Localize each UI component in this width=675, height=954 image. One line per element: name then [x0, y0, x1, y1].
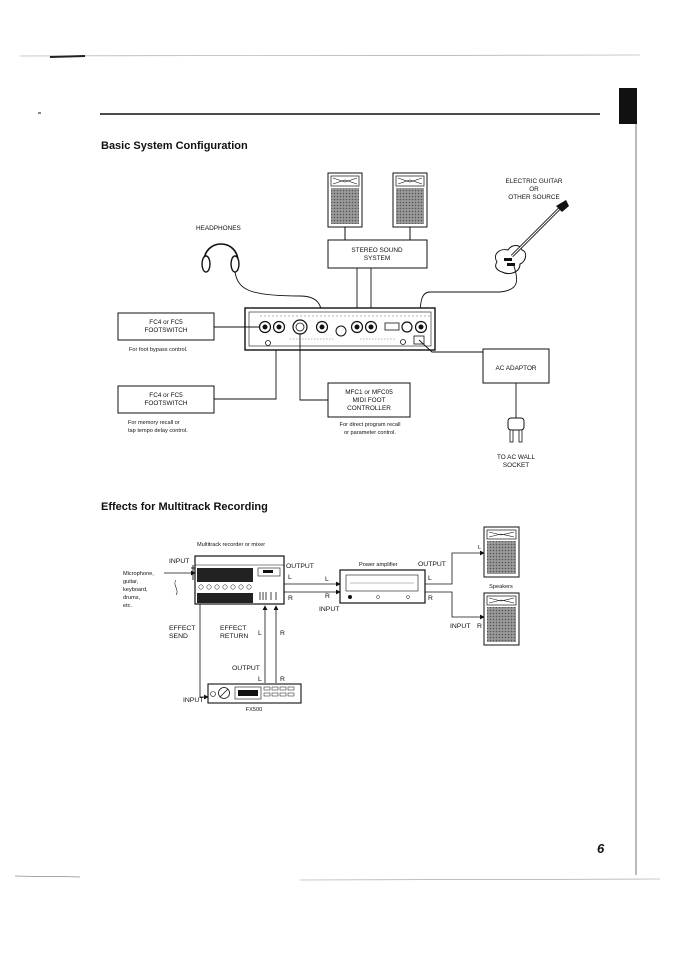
- fc-bottom-line1: FC4 or FC5: [149, 392, 183, 399]
- wall-line2: SOCKET: [503, 462, 529, 469]
- fc-bottom-caption1: For memory recall or: [128, 420, 180, 426]
- fx500-label: FX500: [246, 707, 262, 713]
- sources-line3: keyboard,: [123, 587, 148, 593]
- sources-line4: drums,: [123, 595, 141, 601]
- fc-bottom-caption2: tap tempo delay control.: [128, 428, 188, 434]
- wall-line1: TO AC WALL: [497, 454, 535, 461]
- mfc-line1: MFC1 or MFC05: [345, 389, 393, 396]
- ac-adaptor-label: AC ADAPTOR: [495, 365, 536, 372]
- fc-bottom-line2: FOOTSWITCH: [145, 400, 188, 407]
- amp-in-r: R: [325, 593, 330, 600]
- multitrack-mixer: [194, 555, 285, 605]
- return-l: L: [258, 630, 262, 637]
- power-amp-label: Power amplifier: [359, 562, 398, 568]
- input-r-ch: R: [477, 623, 482, 630]
- headphones-label: HEADPHONES: [196, 225, 241, 232]
- amp-output-label: OUTPUT: [418, 561, 446, 568]
- mfc-caption1: For direct program recall: [340, 422, 401, 428]
- fc-top-line2: FOOTSWITCH: [145, 327, 188, 334]
- mfc-line3: CONTROLLER: [347, 405, 391, 412]
- speaker-left: [327, 172, 363, 228]
- amp-out-r: R: [428, 595, 433, 602]
- section2-title: Effects for Multitrack Recording: [101, 501, 268, 513]
- fc-bottom-box: [117, 385, 215, 414]
- sources-line1: Microphone,: [123, 571, 154, 577]
- stereo-label-line2: SYSTEM: [364, 255, 390, 262]
- amp-out-l: L: [428, 575, 432, 582]
- speakers-label: Speakers: [489, 584, 513, 590]
- fc-top-line1: FC4 or FC5: [149, 319, 183, 326]
- speaker-right: [392, 172, 428, 228]
- mfc-box: [327, 382, 411, 418]
- fc-top-caption: For foot bypass control.: [129, 347, 188, 353]
- speaker-upper: [483, 526, 520, 578]
- mfc-caption2: or parameter control.: [344, 430, 396, 436]
- fx500-front-panel: [207, 683, 302, 704]
- effect-send-line2: SEND: [169, 633, 188, 640]
- page-number: 6: [597, 841, 605, 856]
- amp-input-label: INPUT: [319, 606, 339, 613]
- mixer-output-r: R: [288, 595, 293, 602]
- stereo-label-line1: STEREO SOUND: [351, 247, 403, 254]
- amp-in-l: L: [325, 576, 329, 583]
- fx-out-r: R: [280, 676, 285, 683]
- fc-top-box: [117, 312, 215, 341]
- power-amplifier: [339, 569, 426, 604]
- stereo-sound-system-box: [327, 239, 428, 269]
- section-tab-marker: [619, 88, 637, 124]
- speaker-lower: [483, 592, 520, 646]
- sources-line2: guitar,: [123, 579, 139, 585]
- electric-guitar-icon: [494, 200, 569, 275]
- guitar-label-line1: ELECTRIC GUITAR: [505, 178, 562, 185]
- return-r: R: [280, 630, 285, 637]
- effect-return-line1: EFFECT: [220, 625, 246, 632]
- fx-output-label: OUTPUT: [232, 665, 260, 672]
- mixer-output-l: L: [288, 574, 292, 581]
- effect-send-line1: EFFECT: [169, 625, 195, 632]
- recorder-label: Multitrack recorder or mixer: [197, 542, 265, 548]
- fx-input-label: INPUT: [183, 697, 203, 704]
- guitar-label-line3: OTHER SOURCE: [508, 194, 559, 201]
- ac-plug-icon: [507, 417, 525, 443]
- mixer-output-label: OUTPUT: [286, 563, 314, 570]
- effect-return-line2: RETURN: [220, 633, 248, 640]
- guitar-label-line2: OR: [529, 186, 539, 193]
- mixer-input-label: INPUT: [169, 558, 189, 565]
- sources-line5: etc.: [123, 603, 132, 609]
- fx-out-l: L: [258, 676, 262, 683]
- mfc-line2: MIDI FOOT: [352, 397, 385, 404]
- page-decorations: [14, 54, 661, 881]
- section1-title: Basic System Configuration: [101, 140, 248, 152]
- input-r-label: INPUT: [450, 623, 470, 630]
- speaker-l-marker: L: [478, 545, 481, 551]
- headphones-icon: [201, 243, 240, 273]
- fx500-rear-panel: [244, 307, 436, 351]
